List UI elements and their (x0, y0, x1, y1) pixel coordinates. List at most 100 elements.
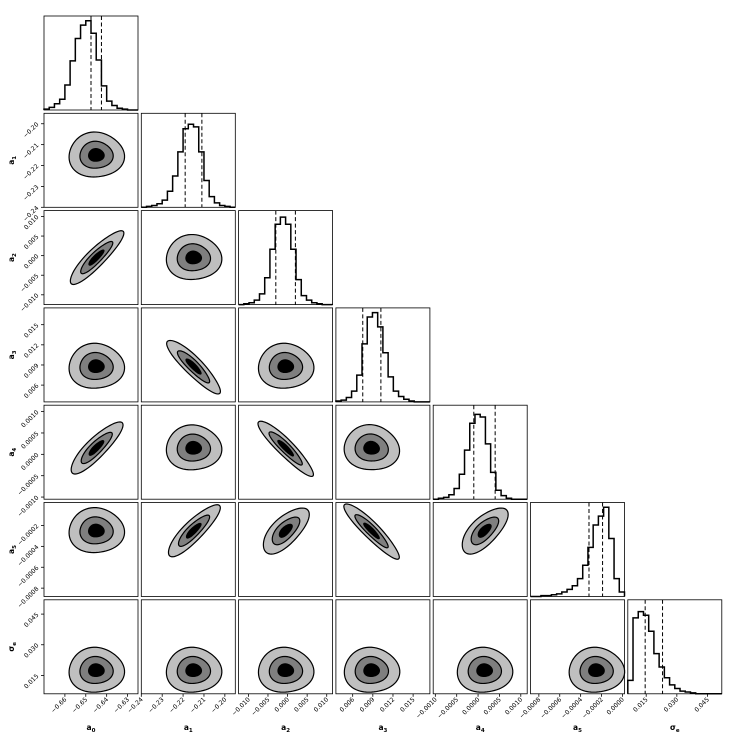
y-tick-label: −0.0006 (16, 565, 40, 589)
y-tick-label: −0.0002 (16, 523, 40, 547)
inner-contour (185, 663, 203, 678)
y-axis-label: a2 (7, 253, 18, 262)
y-tick-label: −0.21 (22, 142, 40, 160)
sample-point (282, 444, 285, 448)
y-tick-label: 0.0000 (20, 452, 40, 472)
x-tick-label: −0.20 (210, 696, 228, 714)
x-tick-label: −0.66 (50, 696, 68, 714)
axes-frame (530, 599, 625, 695)
x-tick-label: 0.009 (359, 696, 377, 714)
y-tick-label: −0.0004 (16, 544, 40, 568)
histogram-step (627, 610, 722, 695)
hist-panel-1 (140, 112, 236, 209)
histogram-step (530, 506, 626, 598)
hist-panel-2 (238, 210, 334, 306)
y-tick-label: 0.045 (23, 612, 41, 630)
axes-frame (627, 599, 723, 695)
x-tick-label: −0.005 (250, 696, 271, 717)
inner-contour (88, 359, 105, 374)
y-axis-label: a1 (7, 156, 18, 165)
x-tick-label: 0.010 (313, 696, 331, 714)
axes-frame (43, 210, 139, 306)
axes-frame (238, 307, 334, 403)
y-tick-label: 0.015 (23, 322, 41, 340)
contour-panel-5-4 (432, 502, 528, 597)
contour-panel-5-1 (140, 502, 236, 597)
axes-frame (43, 404, 139, 500)
axes-frame (140, 599, 236, 695)
axes-frame (432, 404, 528, 500)
axes-frame (432, 502, 528, 597)
x-tick-label: 0.006 (339, 696, 357, 714)
contour-panel-3-1 (140, 307, 236, 403)
x-tick-label: 0.0000 (606, 696, 626, 716)
inner-contour (185, 440, 203, 455)
contour-panel-5-0: −0.0002−0.0004−0.0006−0.0008 a5 (7, 502, 139, 610)
y-tick-label: 0.006 (23, 383, 41, 401)
y-tick-label: 0.009 (23, 362, 41, 380)
inner-contour (185, 358, 202, 375)
y-tick-label: −0.005 (19, 273, 40, 294)
contour-panel-4-2 (238, 404, 334, 500)
y-tick-label: −0.0008 (16, 586, 40, 610)
inner-contour (277, 439, 295, 457)
x-tick-label: 0.000 (273, 696, 291, 714)
contour-panel-3-2 (238, 307, 334, 403)
y-tick-label: −0.23 (22, 184, 40, 202)
x-axis-label: a5 (573, 723, 582, 734)
x-tick-label: −0.65 (71, 696, 89, 714)
x-axis-label: a3 (378, 723, 387, 734)
contour-panel-4-3 (335, 404, 431, 500)
x-axis-label: a2 (281, 723, 290, 734)
axes-frame (140, 210, 236, 306)
x-axis-label: a1 (184, 723, 193, 734)
histogram-step (335, 311, 430, 403)
contour-panel-2-1 (140, 210, 236, 306)
sample-point (368, 527, 371, 530)
x-tick-label: −0.0010 (415, 696, 439, 720)
axes-frame (238, 404, 334, 500)
y-tick-label: −0.0005 (16, 473, 40, 497)
x-tick-label: 0.030 (663, 696, 681, 714)
axes-frame (530, 502, 625, 597)
y-tick-label: −0.22 (22, 163, 40, 181)
y-tick-label: 0.000 (23, 253, 41, 271)
axes-frame (335, 307, 431, 403)
sample-point (372, 531, 375, 535)
x-tick-label: −0.0005 (436, 696, 460, 720)
inner-contour (278, 523, 293, 538)
y-tick-label: 0.0005 (20, 430, 40, 450)
inner-contour (185, 522, 202, 539)
contour-panel-5-2 (238, 502, 334, 597)
histogram-step (43, 19, 138, 111)
x-tick-label: −0.22 (168, 696, 186, 714)
x-tick-label: −0.64 (92, 696, 110, 714)
hist-panel-3 (335, 307, 431, 403)
y-tick-label: 0.0010 (20, 409, 40, 429)
axes-frame (335, 404, 431, 500)
sample-point (286, 448, 290, 452)
axes-frame (43, 15, 139, 111)
x-tick-label: −0.0002 (581, 696, 605, 720)
x-tick-label: 0.015 (632, 696, 650, 714)
inner-contour (88, 148, 105, 162)
inner-contour (88, 663, 105, 678)
histogram-step (433, 413, 528, 500)
axes-frame (43, 112, 139, 208)
x-tick-label: 0.012 (379, 696, 397, 714)
histogram-step (238, 216, 333, 306)
contour-panel-4-1 (140, 404, 236, 500)
axes-frame (238, 210, 334, 306)
axes-frame (140, 112, 236, 208)
x-tick-label: −0.21 (189, 696, 207, 714)
inner-contour (477, 523, 492, 538)
y-axis-label: a5 (7, 545, 18, 554)
x-tick-label: 0.005 (293, 696, 311, 714)
y-tick-label: −0.010 (19, 292, 40, 313)
